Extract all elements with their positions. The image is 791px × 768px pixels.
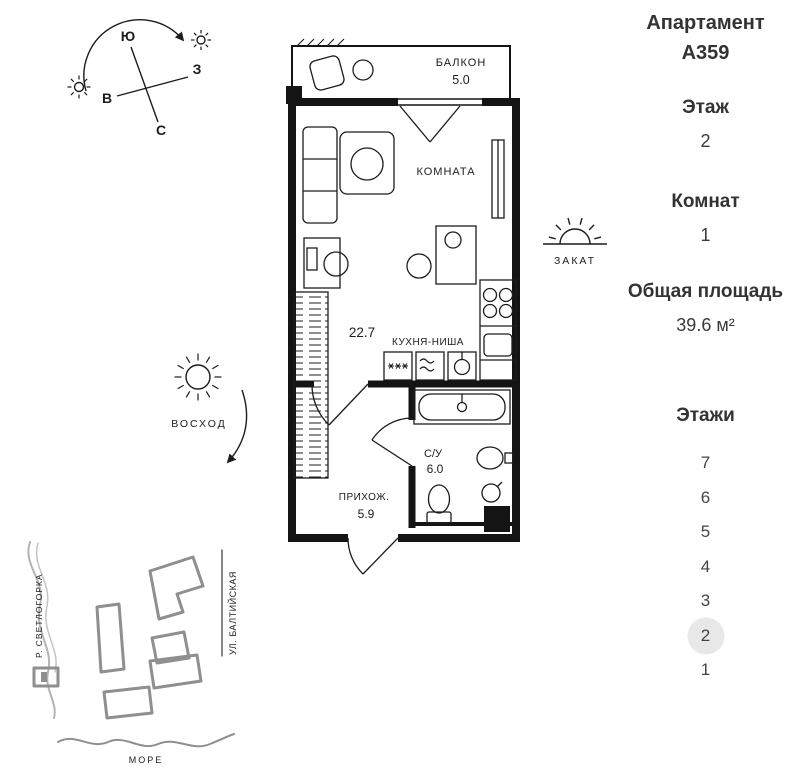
balcony-label: БАЛКОН (436, 57, 487, 69)
round-table (350, 147, 384, 181)
burner (482, 303, 498, 319)
sea-label: МОРЕ (129, 755, 164, 765)
sunrise-arrow (226, 389, 248, 464)
floor-item[interactable]: 3 (700, 591, 711, 610)
river-label: Р. СВЕТЛОГОРКА (34, 574, 44, 659)
compass-axis-ns (130, 46, 159, 123)
compass-label-south: Ю (121, 28, 135, 44)
compass-label-west: З (193, 61, 202, 77)
balcony-table (352, 59, 374, 81)
sunset-icon: ЗАКАТ (543, 217, 607, 267)
hall-label: ПРИХОЖ. (339, 492, 389, 503)
table (435, 225, 477, 285)
balcony-chair (309, 55, 345, 91)
burner (498, 287, 514, 303)
floors-label: Этажи (676, 405, 735, 426)
info-panel: Апартамент А359 Этаж 2 Комнат 1 Общая пл… (620, 0, 791, 768)
plan-labels: БАЛКОН 5.0 КОМНАТА 22.7 КУХНЯ-НИША С/У 6… (339, 57, 487, 521)
kitchen-sink (483, 333, 513, 357)
toilet-bowl (427, 484, 451, 514)
compass-label-east: В (102, 90, 112, 106)
wardrobe (293, 291, 329, 479)
floor-list: 7 6 5 4 3 2 1 (620, 446, 791, 688)
hall-door (328, 383, 369, 426)
floor-value: 2 (700, 131, 711, 151)
dishwasher (383, 351, 413, 381)
apartment-title: Апартамент (646, 12, 765, 34)
burner (482, 287, 498, 303)
shaft (484, 506, 510, 532)
compass: Ю З В С (67, 19, 211, 138)
washing-machine (415, 351, 445, 381)
chair-small (444, 231, 462, 249)
sun-icon-small-top (191, 30, 211, 50)
street-label: УЛ. БАЛТИЙСКАЯ (227, 571, 238, 655)
buildings (32, 555, 205, 720)
area-value: 39.6 м² (676, 315, 735, 335)
floor-item[interactable]: 5 (700, 522, 711, 541)
desk (303, 237, 341, 289)
drain (481, 483, 501, 503)
bath-door (371, 439, 413, 467)
river (27, 541, 56, 719)
floor-item[interactable]: 7 (700, 453, 711, 472)
compass-axis-we (116, 76, 189, 97)
chair (406, 253, 432, 279)
balcony-area: 5.0 (452, 73, 469, 87)
bath-label: С/У (424, 448, 443, 460)
apartment-number: А359 (681, 42, 730, 64)
floor-label: Этаж (682, 97, 729, 118)
floor-item[interactable]: 4 (700, 556, 711, 576)
floor-item[interactable]: 6 (700, 487, 711, 507)
desk-chair (323, 251, 349, 277)
sunrise-icon: ВОСХОД (171, 353, 248, 464)
burner (498, 303, 514, 319)
bathtub (413, 389, 511, 425)
kitchen-label: КУХНЯ-НИША (392, 337, 464, 348)
sea-wave (57, 733, 235, 748)
furniture (293, 55, 517, 524)
sunset-label: ЗАКАТ (554, 255, 596, 267)
bath-sink (476, 446, 504, 470)
sofa (302, 126, 338, 224)
entry-door (362, 537, 399, 575)
sunrise-label: ВОСХОД (171, 418, 227, 430)
floor-item[interactable]: 1 (700, 660, 711, 679)
hall-area: 5.9 (358, 507, 375, 521)
room-label: КОМНАТА (416, 166, 475, 178)
bath-area: 6.0 (427, 462, 444, 476)
floor-plan-walls (286, 38, 520, 542)
area-label: Общая площадь (627, 281, 784, 302)
compass-label-north: С (156, 122, 166, 138)
armchair (339, 131, 395, 195)
kitchen-counter (479, 279, 517, 381)
rooms-label: Комнат (671, 191, 740, 212)
minimap: Р. СВЕТЛОГОРКА УЛ. БАЛТИЙСКАЯ МОРЕ (27, 541, 238, 765)
balcony-door (399, 105, 431, 143)
sun-icon-small-left (67, 75, 91, 99)
room-area: 22.7 (349, 325, 375, 340)
floor-item-selected[interactable]: 2 (620, 619, 791, 654)
rooms-value: 1 (700, 225, 711, 245)
compass-arc (83, 19, 185, 92)
toilet-tank (426, 511, 452, 524)
